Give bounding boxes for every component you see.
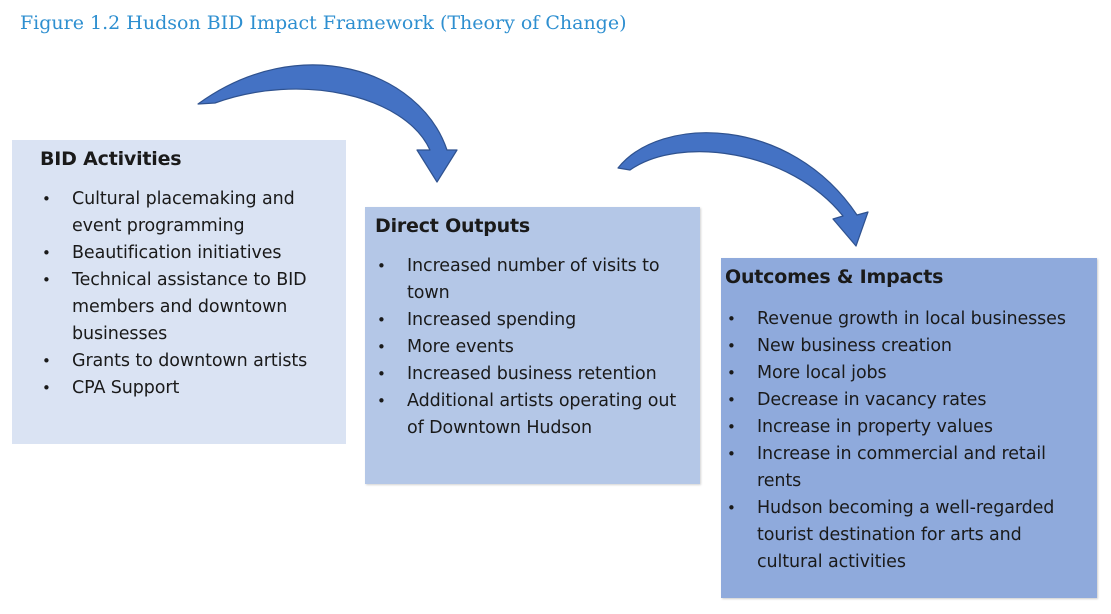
bullet-icon: •: [727, 337, 736, 355]
bid-activities-list: • Cultural placemaking and event programm…: [40, 186, 332, 402]
bullet-icon: •: [727, 391, 736, 409]
list-item-text: Hudson becoming a well-regarded tourist …: [757, 498, 1055, 572]
bullet-icon: •: [377, 311, 386, 329]
bullet-icon: •: [727, 499, 736, 517]
bullet-icon: •: [727, 445, 736, 463]
bullet-icon: •: [727, 418, 736, 436]
list-item: • Beautification initiatives: [40, 240, 332, 267]
list-item: • Decrease in vacancy rates: [725, 387, 1087, 414]
outcomes-impacts-box: Outcomes & Impacts • Revenue growth in lo…: [721, 258, 1097, 598]
figure-title: Figure 1.2 Hudson BID Impact Framework (…: [20, 12, 627, 34]
list-item: • Increased business retention: [375, 361, 686, 388]
direct-outputs-heading: Direct Outputs: [375, 215, 530, 237]
curved-arrow-icon: [197, 64, 458, 183]
list-item-text: Increase in commercial and retail rents: [757, 444, 1046, 491]
list-item: • Increased number of visits to town: [375, 253, 686, 307]
list-item-text: New business creation: [757, 336, 952, 356]
bullet-icon: •: [377, 338, 386, 356]
list-item: • Increase in property values: [725, 414, 1087, 441]
list-item-text: Decrease in vacancy rates: [757, 390, 987, 410]
bullet-icon: •: [377, 392, 386, 410]
list-item: • Revenue growth in local businesses: [725, 306, 1087, 333]
bullet-icon: •: [377, 365, 386, 383]
outcomes-impacts-list: • Revenue growth in local businesses • New…: [725, 306, 1087, 576]
list-item: • CPA Support: [40, 375, 332, 402]
direct-outputs-list: • Increased number of visits to town • Inc…: [375, 253, 686, 442]
list-item-text: Cultural placemaking and event programmi…: [72, 189, 295, 236]
bullet-icon: •: [42, 244, 51, 262]
list-item-text: Revenue growth in local businesses: [757, 309, 1066, 329]
list-item-text: More events: [407, 337, 514, 357]
bullet-icon: •: [42, 379, 51, 397]
list-item-text: Increased spending: [407, 310, 577, 330]
list-item-text: Additional artists operating out of Down…: [407, 391, 677, 438]
list-item-text: Grants to downtown artists: [72, 351, 308, 371]
bullet-icon: •: [42, 271, 51, 289]
list-item: • Hudson becoming a well-regarded tourist…: [725, 495, 1087, 576]
list-item-text: Increase in property values: [757, 417, 993, 437]
outcomes-impacts-heading: Outcomes & Impacts: [725, 266, 944, 288]
list-item-text: Beautification initiatives: [72, 243, 282, 263]
list-item: • Increased spending: [375, 307, 686, 334]
list-item: • Increase in commercial and retail rents: [725, 441, 1087, 495]
curved-arrow-icon: [617, 132, 869, 247]
list-item: • Additional artists operating out of Dow…: [375, 388, 686, 442]
list-item: • New business creation: [725, 333, 1087, 360]
list-item: • Technical assistance to BID members and…: [40, 267, 332, 348]
list-item: • Grants to downtown artists: [40, 348, 332, 375]
bullet-icon: •: [727, 364, 736, 382]
list-item: • More events: [375, 334, 686, 361]
bullet-icon: •: [727, 310, 736, 328]
list-item-text: More local jobs: [757, 363, 887, 383]
bullet-icon: •: [377, 257, 386, 275]
list-item-text: Technical assistance to BID members and …: [72, 270, 307, 344]
list-item: • More local jobs: [725, 360, 1087, 387]
list-item-text: Increased business retention: [407, 364, 657, 384]
bid-activities-heading: BID Activities: [40, 148, 182, 170]
direct-outputs-box: Direct Outputs • Increased number of visi…: [365, 207, 700, 484]
list-item-text: CPA Support: [72, 378, 180, 398]
bullet-icon: •: [42, 190, 51, 208]
list-item-text: Increased number of visits to town: [407, 256, 660, 303]
bid-activities-box: BID Activities • Cultural placemaking and…: [12, 140, 346, 444]
bullet-icon: •: [42, 352, 51, 370]
list-item: • Cultural placemaking and event programm…: [40, 186, 332, 240]
